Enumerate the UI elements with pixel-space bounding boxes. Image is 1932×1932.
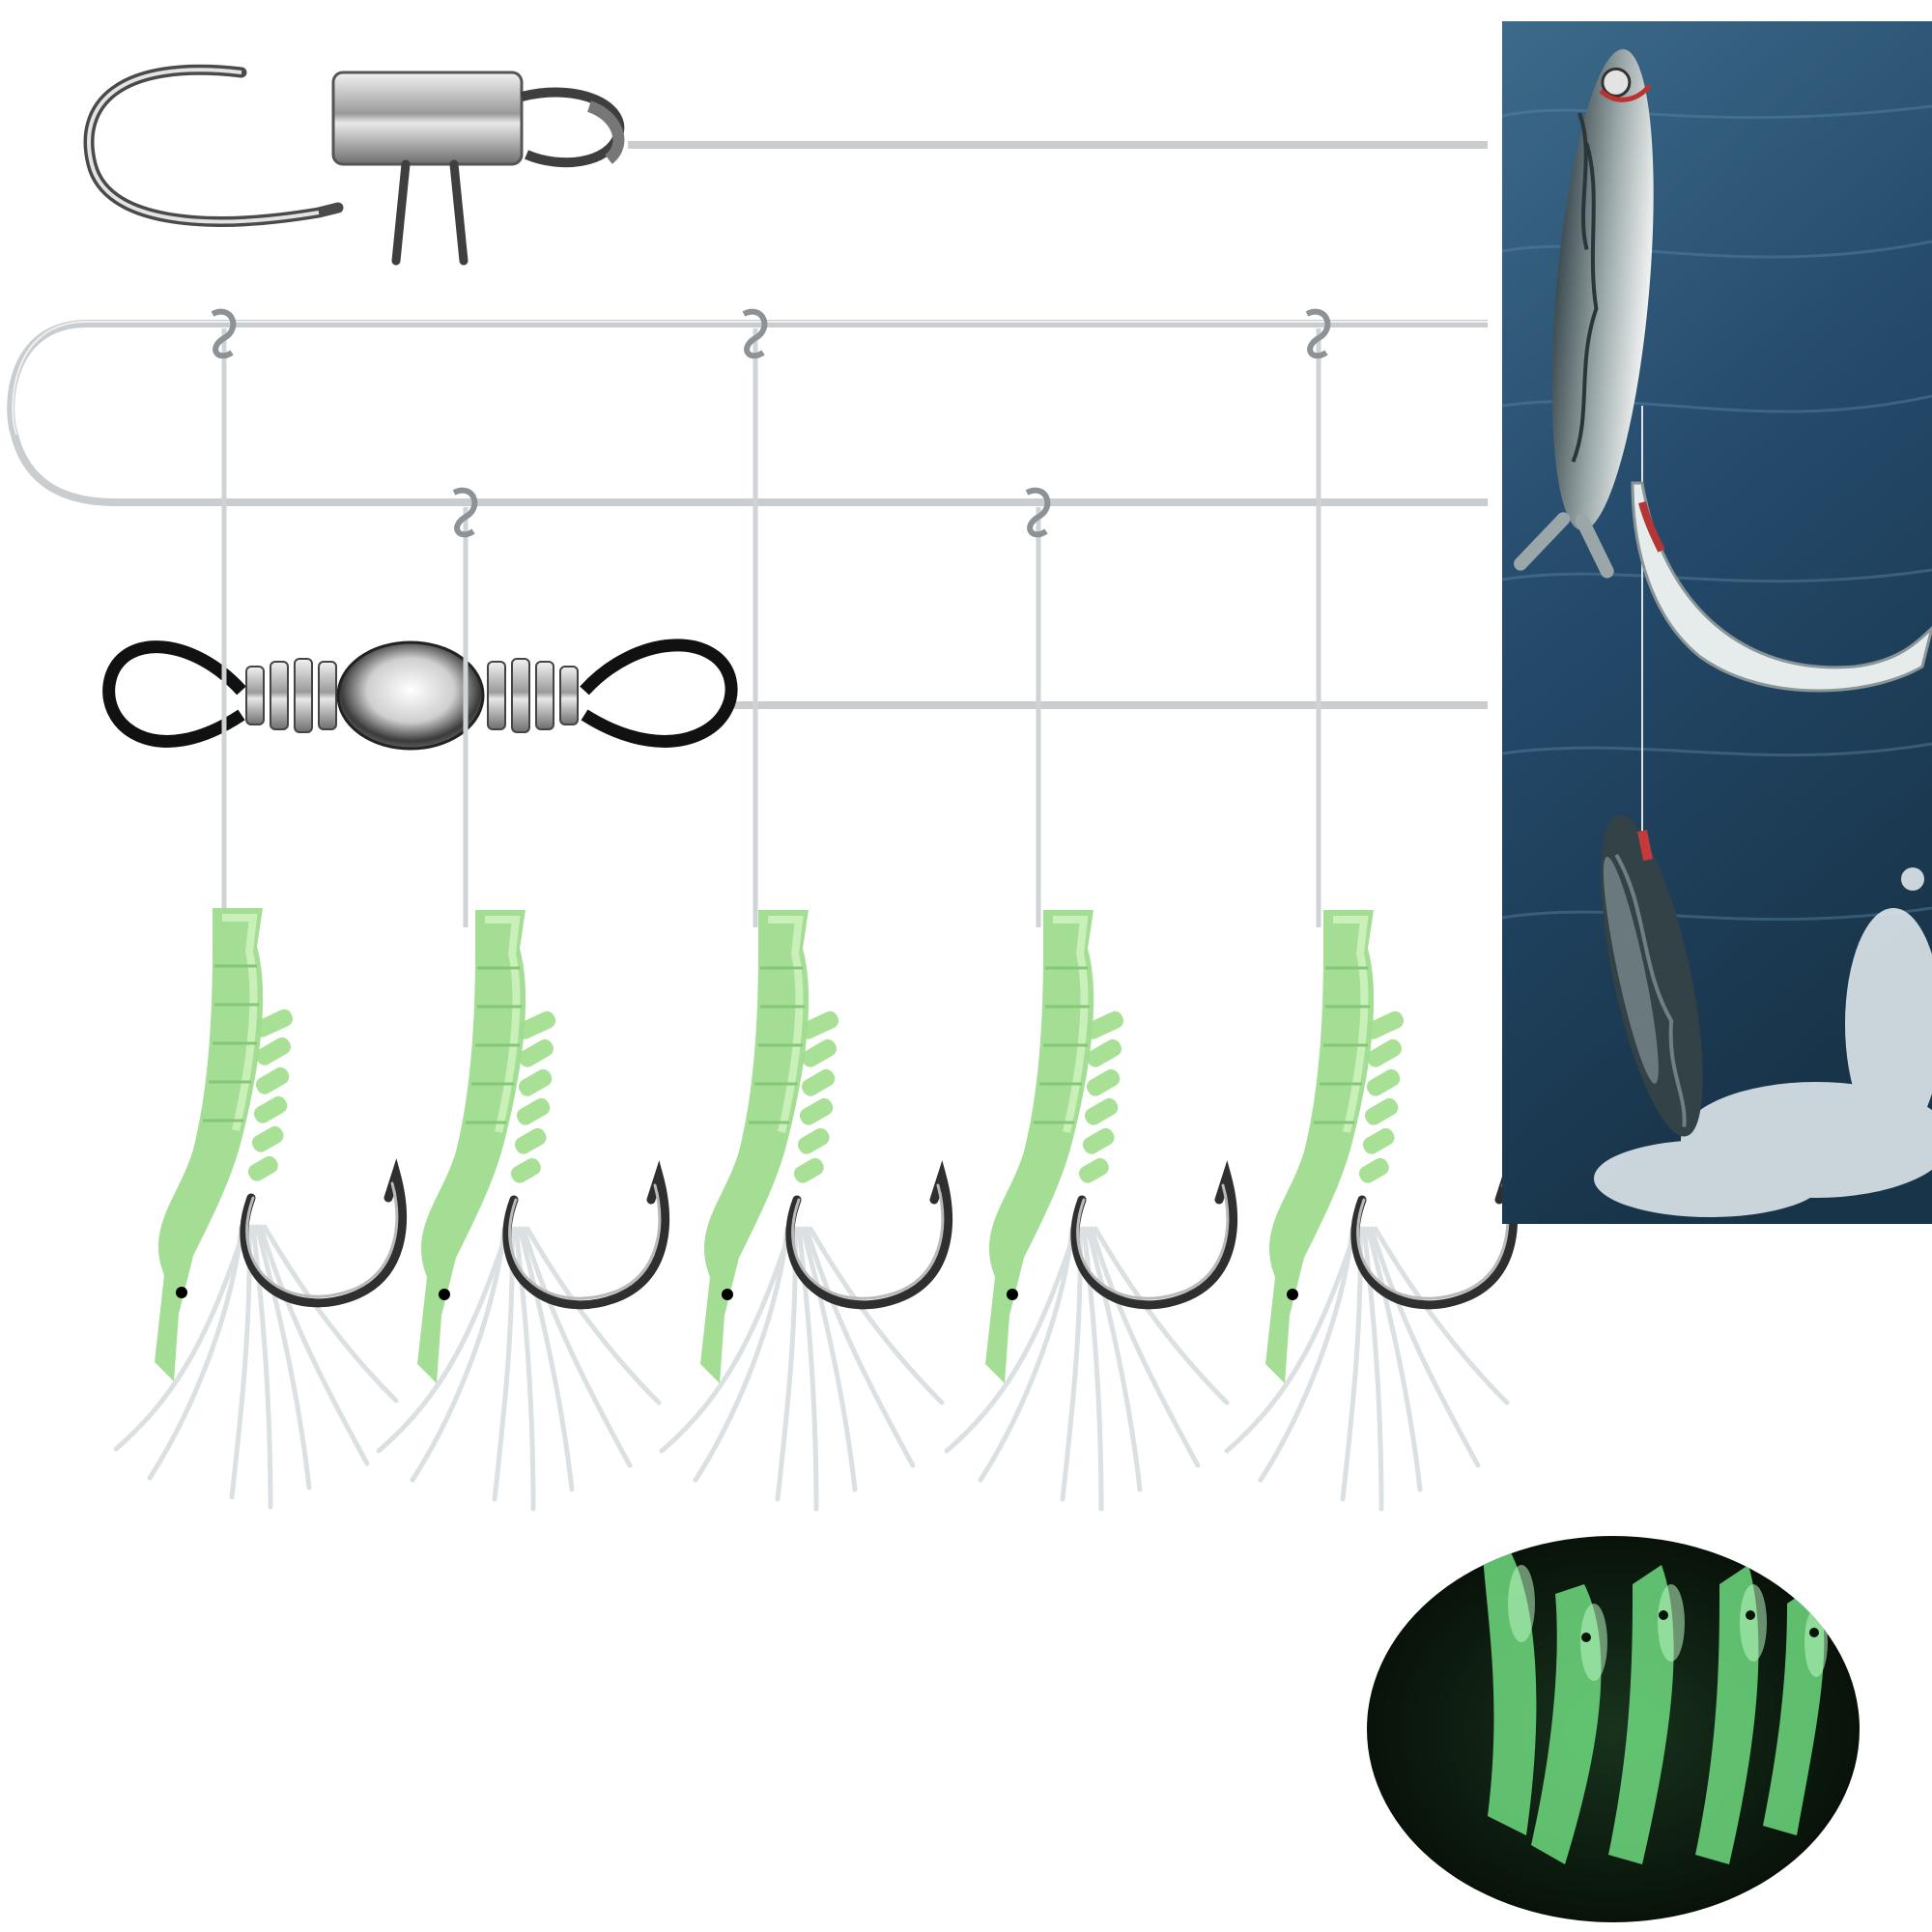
shrimp-lures — [116, 908, 1514, 1509]
mackerel-photo — [1502, 21, 1932, 1224]
dropper-lines — [221, 328, 1321, 927]
shrimp-lure — [947, 910, 1234, 1509]
shrimp-lure — [116, 908, 403, 1507]
barrel-swivel — [102, 639, 738, 751]
glow-in-dark-inset — [1367, 1536, 1860, 1922]
shrimp-lure — [1227, 910, 1514, 1509]
shrimp-lure — [379, 910, 666, 1509]
shrimp-lure — [662, 910, 949, 1509]
line-knots — [211, 308, 1331, 538]
snap-swivel — [83, 64, 625, 266]
